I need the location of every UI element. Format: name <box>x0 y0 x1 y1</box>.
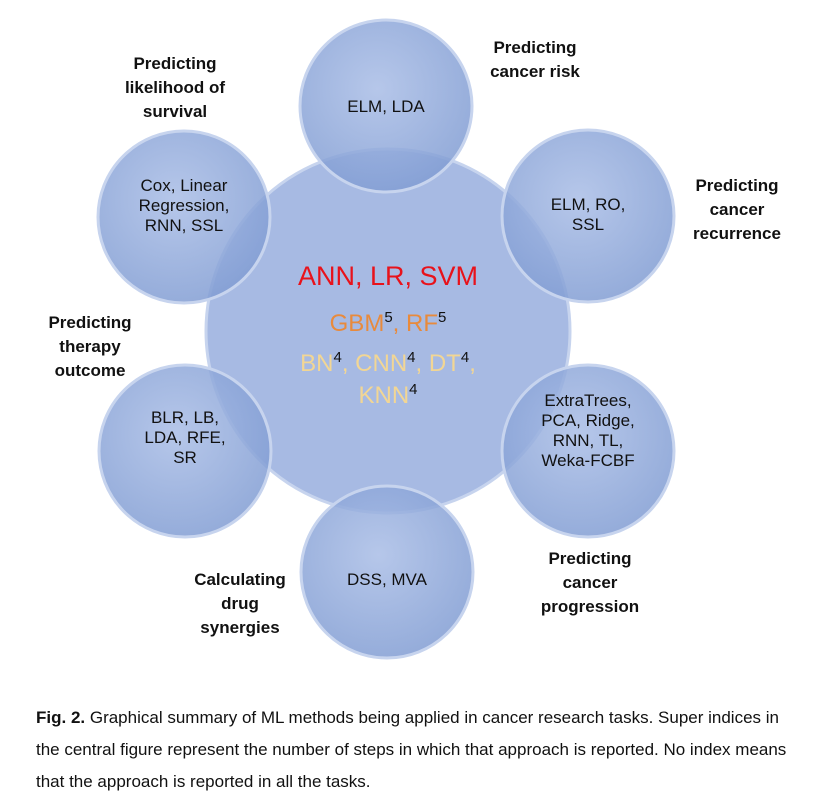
task-label-cancer-risk: Predicting <box>493 38 576 57</box>
circle-drug-synergies <box>299 484 475 660</box>
task-label-cancer-recurrence: recurrence <box>693 224 781 243</box>
task-label-survival: likelihood of <box>125 78 225 97</box>
methods-cancer-recurrence-line: SSL <box>572 215 604 234</box>
center-method: RF <box>406 310 438 337</box>
center-method: LR <box>370 261 405 291</box>
center-methods-line3: BN4​, CNN4​, DT4​, <box>300 349 476 377</box>
ml-methods-diagram: ANN, LR, SVM GBM5​, RF5​ BN4​, CNN4​, DT4​… <box>48 18 781 660</box>
methods-therapy-outcome-line: SR <box>173 448 197 467</box>
methods-survival-line: Cox, Linear <box>141 176 228 195</box>
center-layer: ANN, LR, SVM GBM5​, RF5​ BN4​, CNN4​, DT4​… <box>298 261 478 409</box>
methods-cancer-recurrence-line: ELM, RO, <box>551 195 626 214</box>
satellite-text-layer: ELM, LDA ELM, RO,SSL ExtraTrees,PCA, Ridge… <box>139 97 635 589</box>
center-method: CNN <box>355 350 407 377</box>
caption-text: Graphical summary of ML methods being ap… <box>36 708 787 791</box>
circles-layer <box>96 18 676 660</box>
superscript-index: 4 <box>333 349 341 366</box>
task-label-cancer-progression: progression <box>541 597 639 616</box>
center-method: SVM <box>420 261 479 291</box>
methods-cancer-progression-line: PCA, Ridge, <box>541 411 635 430</box>
center-methods-line2: GBM5​, RF5​ <box>330 309 447 337</box>
center-method: , <box>405 261 420 291</box>
center-methods-line1: ANN, LR, SVM <box>298 261 478 291</box>
task-label-cancer-progression: Predicting <box>548 549 631 568</box>
task-label-therapy-outcome: outcome <box>55 361 126 380</box>
superscript-index: 5 <box>438 309 446 326</box>
task-label-cancer-risk: cancer risk <box>490 62 580 81</box>
circle-cancer-progression <box>500 363 676 539</box>
center-method: KNN <box>358 382 409 409</box>
center-method: , <box>393 310 406 337</box>
methods-therapy-outcome-line: LDA, RFE, <box>144 428 225 447</box>
center-method: , <box>416 350 429 377</box>
methods-cancer-progression-line: Weka-FCBF <box>541 451 634 470</box>
center-method: , <box>355 261 370 291</box>
task-label-cancer-progression: cancer <box>563 573 618 592</box>
caption-prefix: Fig. 2. <box>36 708 86 727</box>
methods-therapy-outcome-line: BLR, LB, <box>151 408 219 427</box>
task-label-drug-synergies: Calculating <box>194 570 286 589</box>
center-method: BN <box>300 350 333 377</box>
task-label-drug-synergies: drug <box>221 594 259 613</box>
methods-survival-line: Regression, <box>139 196 230 215</box>
center-method: , <box>342 350 355 377</box>
figure-caption: Fig. 2. Graphical summary of ML methods … <box>36 702 796 798</box>
methods-drug-synergies-line: DSS, MVA <box>347 570 428 589</box>
task-label-survival: Predicting <box>133 54 216 73</box>
task-label-cancer-recurrence: cancer <box>710 200 765 219</box>
superscript-index: 5 <box>384 309 392 326</box>
circle-cancer-risk <box>298 18 474 194</box>
center-method: , <box>469 350 476 377</box>
task-label-survival: survival <box>143 102 207 121</box>
circle-survival <box>96 129 272 305</box>
task-label-drug-synergies: synergies <box>200 618 279 637</box>
superscript-index: 4 <box>407 349 415 366</box>
superscript-index: 4 <box>461 349 469 366</box>
task-label-therapy-outcome: therapy <box>59 337 121 356</box>
methods-cancer-progression-line: ExtraTrees, <box>544 391 631 410</box>
center-method: GBM <box>330 310 385 337</box>
center-method: ANN <box>298 261 355 291</box>
superscript-index: 4 <box>409 381 417 398</box>
task-label-cancer-recurrence: Predicting <box>695 176 778 195</box>
circle-therapy-outcome <box>97 363 273 539</box>
methods-cancer-risk-line: ELM, LDA <box>347 97 425 116</box>
circle-cancer-recurrence <box>500 128 676 304</box>
center-methods-line4: KNN4​ <box>358 381 417 409</box>
methods-cancer-progression-line: RNN, TL, <box>553 431 624 450</box>
task-label-therapy-outcome: Predicting <box>48 313 131 332</box>
center-method: DT <box>429 350 461 377</box>
methods-survival-line: RNN, SSL <box>145 216 223 235</box>
